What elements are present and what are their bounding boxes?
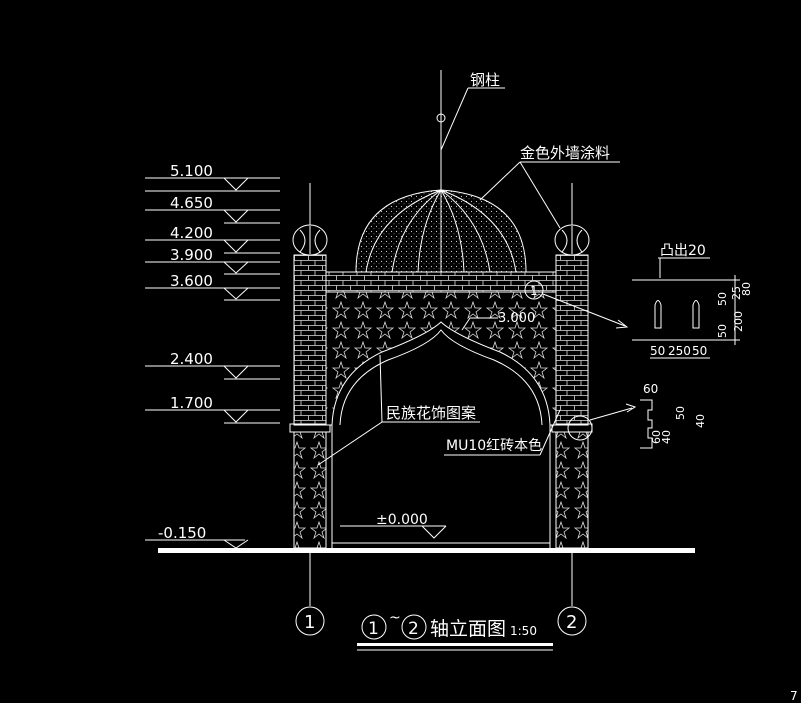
svg-text:60: 60 (643, 382, 658, 396)
annotation-steel-column: 钢柱 (470, 71, 500, 89)
svg-text:60: 60 (650, 430, 663, 444)
annotation-red-brick: MU10红砖本色 (446, 437, 542, 454)
elevation-labels: 5.100 4.650 4.200 3.900 3.600 2.400 1.70… (158, 162, 213, 542)
elevation-label: 3.900 (170, 246, 213, 264)
elevation-label: 2.400 (170, 350, 213, 368)
detail-2: 60 50 40 60 40 (567, 382, 707, 449)
svg-text:25: 25 (730, 286, 743, 300)
page-number: 7 (790, 689, 798, 703)
annotation-protrusion: 凸出20 (660, 243, 706, 259)
elevation-label: 4.200 (170, 224, 213, 242)
axis-bubble-1 (295, 606, 325, 636)
elevation-label: 4.650 (170, 194, 213, 212)
elevation-label: 3.600 (170, 272, 213, 290)
svg-text:40: 40 (660, 430, 673, 444)
drawing-title: 1 ~ 2 轴立面图 1:50 (357, 610, 553, 651)
svg-text:40: 40 (694, 414, 707, 428)
elevation-markers (145, 177, 280, 549)
svg-text:2: 2 (408, 619, 419, 639)
svg-text:50: 50 (674, 406, 687, 420)
svg-text:2: 2 (566, 612, 577, 633)
svg-text:50: 50 (716, 324, 729, 338)
right-column (551, 183, 593, 549)
ground-line (158, 548, 695, 553)
axis-bubble-2 (557, 606, 587, 636)
title-scale: 1:50 (510, 624, 537, 638)
arch-wall (325, 271, 557, 548)
svg-text:250: 250 (668, 344, 691, 358)
svg-text:1: 1 (368, 619, 379, 639)
left-column (289, 183, 331, 549)
svg-text:1: 1 (530, 284, 538, 298)
svg-text:1: 1 (304, 612, 315, 633)
svg-text:50: 50 (650, 344, 665, 358)
elevation-label: 5.100 (170, 162, 213, 180)
svg-text:200: 200 (732, 311, 745, 332)
svg-text:50: 50 (716, 292, 729, 306)
annotation-ethnic-pattern: 民族花饰图案 (386, 404, 476, 422)
dome (355, 70, 527, 273)
svg-text:~: ~ (389, 610, 401, 626)
annotation-arch-level: 3.000 (498, 311, 535, 326)
title-text: 轴立面图 (430, 618, 506, 640)
svg-text:80: 80 (740, 282, 753, 296)
elevation-label: -0.150 (158, 524, 206, 542)
annotation-gold-paint: 金色外墙涂料 (520, 144, 610, 162)
annotation-floor-level: ±0.000 (376, 512, 428, 528)
svg-text:50: 50 (692, 344, 707, 358)
detail-1: 1 凸出20 50 250 50 50 25 80 200 50 (524, 243, 753, 359)
elevation-label: 1.700 (170, 394, 213, 412)
